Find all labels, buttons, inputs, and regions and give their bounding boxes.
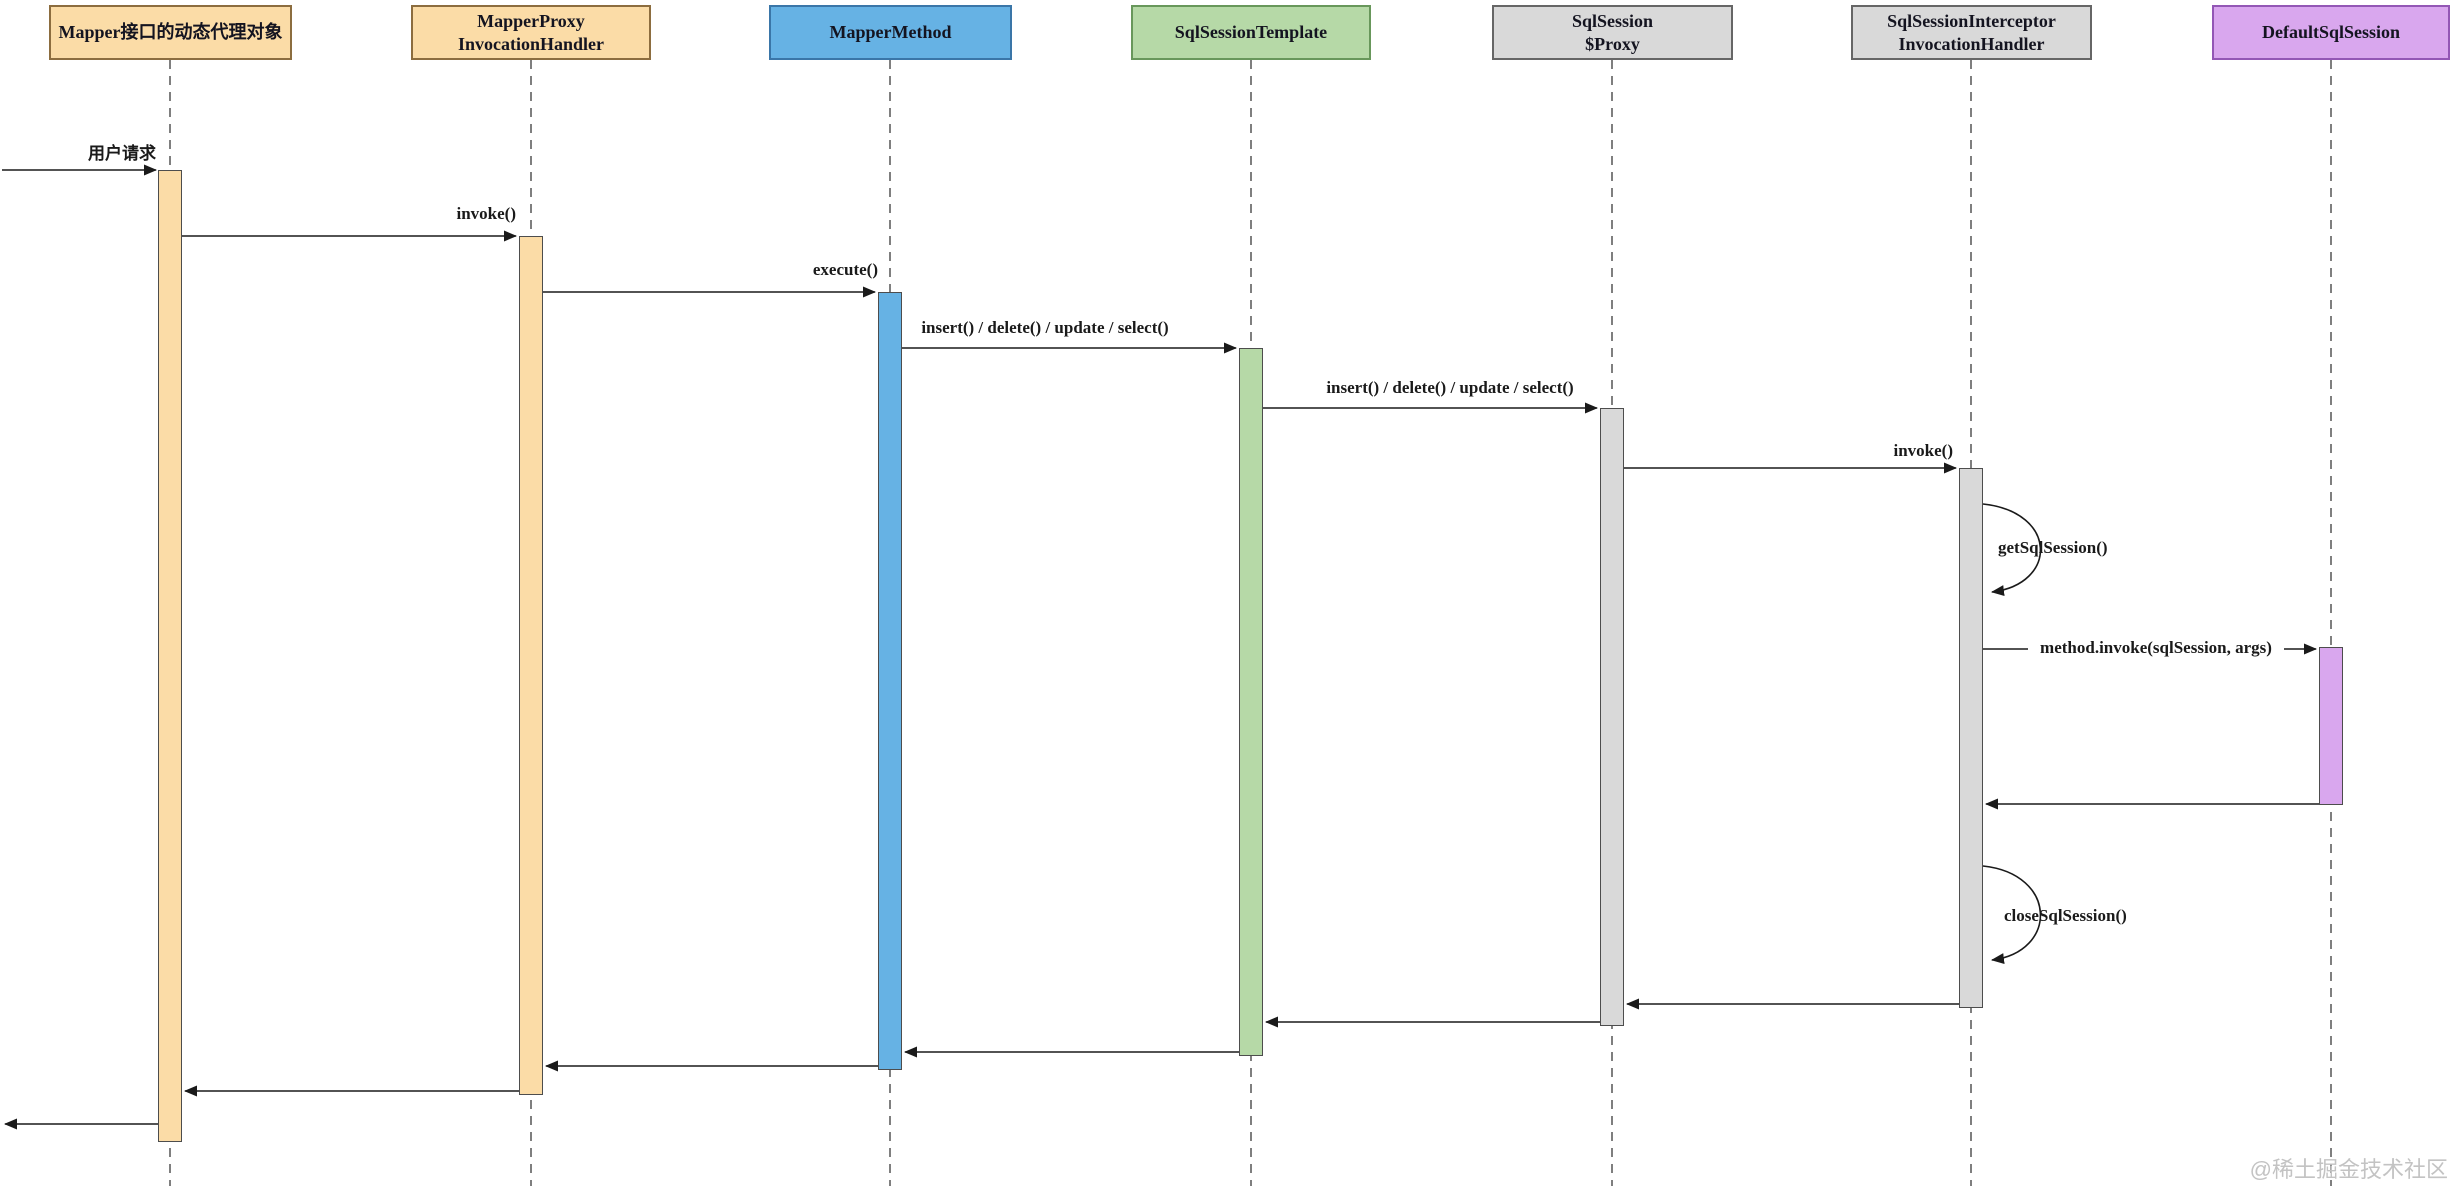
label-insert-delete-update-select-2: insert() / delete() / update / select() <box>1326 378 1574 397</box>
activation-sql-session-template <box>1239 348 1263 1056</box>
label-get-sql-session: getSqlSession() <box>1998 538 2108 557</box>
participant-mapper-proxy-invocation-handler: MapperProxy InvocationHandler <box>411 5 651 60</box>
participant-sql-session-proxy: SqlSession $Proxy <box>1492 5 1733 60</box>
arrow-self-close-sql-session <box>1982 865 2042 965</box>
participant-sql-session-template: SqlSessionTemplate <box>1131 5 1371 60</box>
activation-sql-session-proxy <box>1600 408 1624 1026</box>
activation-sql-session-interceptor <box>1959 468 1983 1008</box>
activation-mapper-method <box>878 292 902 1070</box>
label-execute: execute() <box>812 260 878 279</box>
activation-mapper-proxy-invocation-handler <box>519 236 543 1095</box>
activation-default-sql-session <box>2319 647 2343 805</box>
participant-sql-session-interceptor: SqlSessionInterceptor InvocationHandler <box>1851 5 2092 60</box>
activation-mapper-dynamic-proxy <box>158 170 182 1142</box>
arrow-self-get-sql-session <box>1982 503 2042 597</box>
label-close-sql-session: closeSqlSession() <box>2004 906 2127 925</box>
label-invoke-interceptor: invoke() <box>1893 441 1954 460</box>
participant-mapper-method: MapperMethod <box>769 5 1012 60</box>
label-invoke: invoke() <box>456 204 517 223</box>
label-insert-delete-update-select-1: insert() / delete() / update / select() <box>921 318 1169 337</box>
watermark: @稀土掘金技术社区 <box>2249 1157 2448 1182</box>
label-user-request: 用户请求 <box>88 144 156 163</box>
participant-default-sql-session: DefaultSqlSession <box>2212 5 2450 60</box>
label-method-invoke: method.invoke(sqlSession, args) <box>2028 638 2284 658</box>
participant-mapper-dynamic-proxy: Mapper接口的动态代理对象 <box>49 5 292 60</box>
